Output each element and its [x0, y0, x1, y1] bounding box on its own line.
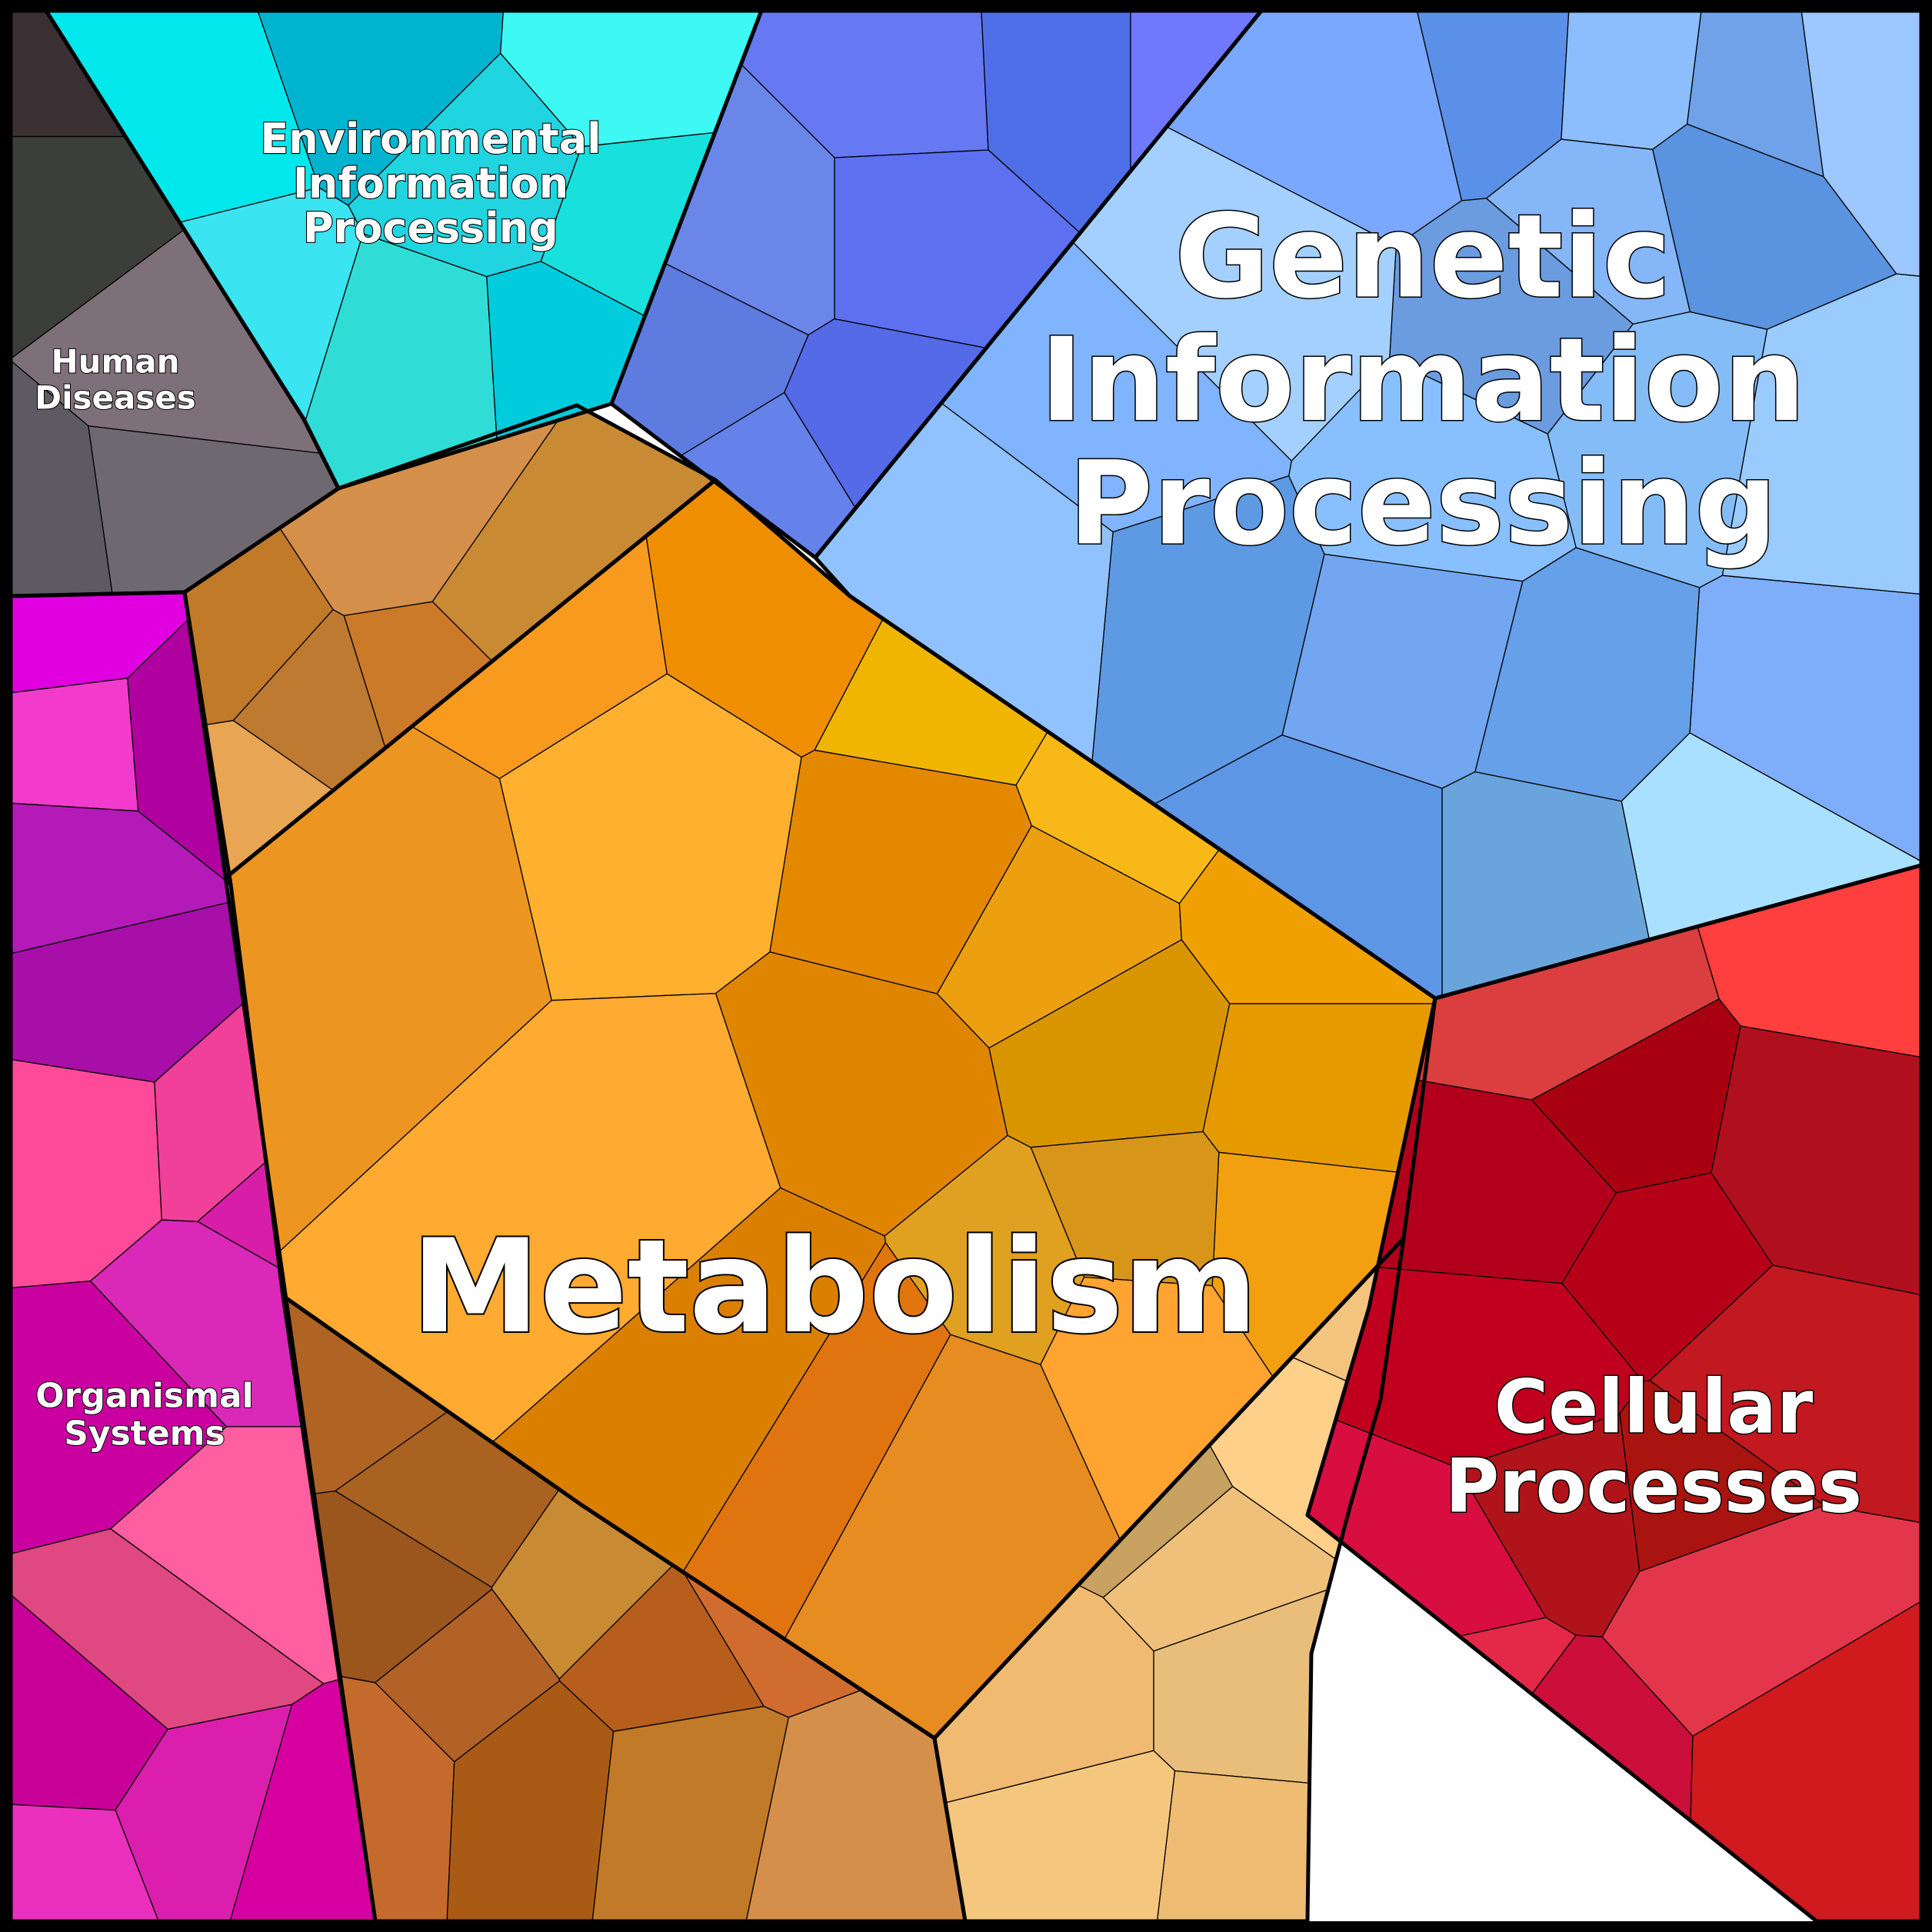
- metabolism-tan-region-border: [932, 1236, 1406, 1924]
- genetic-label-line: Genetic: [1174, 191, 1671, 325]
- organismal-cell: [10, 678, 139, 812]
- genetic-cell: [1547, 311, 1768, 588]
- human-label-line: Human: [51, 342, 179, 380]
- environmental-label-line: Processing: [303, 203, 558, 251]
- organismal-label-line: Systems: [64, 1414, 225, 1454]
- genetic-label-line: Information: [1040, 314, 1805, 448]
- human-label-line: Diseases: [35, 378, 196, 416]
- cellular-label-line: Cellular: [1494, 1364, 1814, 1451]
- metabolism-cell: [1202, 1003, 1435, 1174]
- organismal-label-line: Organismal: [35, 1376, 254, 1415]
- metabolism-tan-cell: [1156, 1770, 1311, 1922]
- genetic-cell: [1288, 358, 1577, 582]
- environmental-label-line: Information: [293, 159, 568, 208]
- metabolism-label-line: Metabolism: [411, 1211, 1258, 1362]
- environmental-label-line: Environmental: [260, 115, 601, 163]
- cellular-label-line: Processes: [1445, 1444, 1862, 1530]
- genetic-label-line: Processing: [1068, 438, 1777, 571]
- metabolism-label: Metabolism: [411, 1211, 1258, 1362]
- treemap-cells: [10, 10, 1922, 1922]
